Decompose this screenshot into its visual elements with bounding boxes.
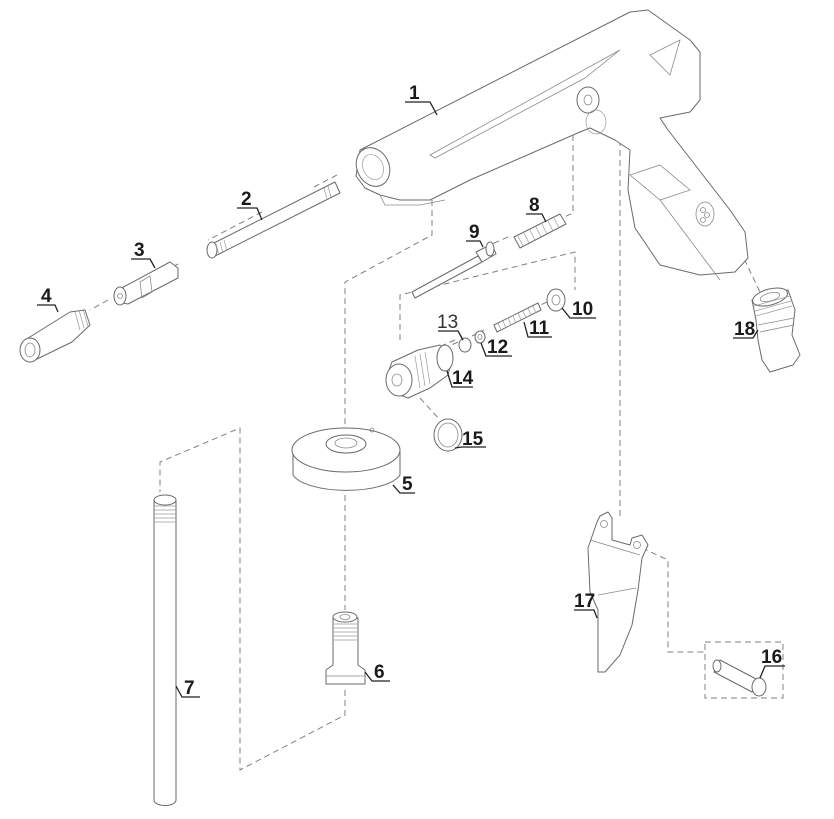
svg-text:17: 17 — [574, 591, 595, 612]
part-16-trigger-pin[interactable] — [712, 659, 767, 697]
svg-text:7: 7 — [184, 678, 195, 699]
callout-6: 6 — [364, 662, 390, 683]
callout-15: 15 — [454, 429, 486, 450]
part-8-coil-spring[interactable] — [513, 213, 567, 249]
part-15-o-ring[interactable] — [433, 418, 463, 452]
callout-9: 9 — [466, 222, 484, 248]
callout-14: 14 — [446, 368, 474, 389]
callout-13: 13 — [437, 312, 464, 341]
part-3-hex-adapter[interactable] — [113, 261, 179, 306]
part-6-hex-fitting[interactable] — [325, 611, 366, 685]
svg-text:9: 9 — [469, 222, 480, 243]
part-5-round-base[interactable] — [291, 427, 401, 491]
part-9-valve-pin[interactable] — [411, 241, 497, 299]
svg-text:18: 18 — [734, 319, 755, 340]
part-14-valve-housing[interactable] — [385, 344, 454, 399]
callout-5: 5 — [392, 474, 415, 495]
part-18-inlet-connector[interactable] — [751, 285, 801, 373]
callout-12: 12 — [480, 337, 512, 358]
part-1-gun-body[interactable] — [350, 9, 749, 281]
part-10-washer[interactable] — [546, 288, 566, 312]
part-7-long-tube[interactable] — [153, 494, 177, 806]
part-17-trigger-lever[interactable] — [587, 511, 649, 673]
svg-text:2: 2 — [241, 189, 252, 210]
callout-17: 17 — [574, 591, 598, 619]
callout-7: 7 — [175, 678, 200, 699]
part-4-nozzle-tip[interactable] — [19, 308, 91, 363]
svg-text:4: 4 — [41, 286, 52, 307]
callout-1: 1 — [405, 83, 438, 116]
svg-text:15: 15 — [462, 429, 484, 450]
callout-2: 2 — [237, 189, 263, 221]
callout-8: 8 — [526, 195, 547, 223]
callout-16: 16 — [759, 647, 785, 679]
svg-text:11: 11 — [529, 318, 550, 339]
svg-text:1: 1 — [409, 83, 420, 104]
svg-text:3: 3 — [134, 240, 145, 261]
svg-text:10: 10 — [572, 299, 593, 320]
callout-3: 3 — [131, 240, 156, 269]
callout-18: 18 — [733, 319, 759, 340]
callout-11: 11 — [523, 318, 552, 339]
svg-text:8: 8 — [529, 195, 540, 216]
callouts: 1 2 3 4 5 6 7 8 — [37, 83, 785, 699]
svg-text:13: 13 — [437, 312, 458, 333]
part-13-seal-disc[interactable] — [458, 337, 472, 353]
callout-10: 10 — [561, 299, 596, 320]
part-2-threaded-tube[interactable] — [206, 181, 341, 259]
part-11-small-spring[interactable] — [493, 302, 542, 333]
svg-text:16: 16 — [761, 647, 782, 668]
callout-4: 4 — [37, 286, 59, 313]
svg-text:6: 6 — [374, 662, 385, 683]
svg-text:14: 14 — [452, 368, 474, 389]
svg-text:5: 5 — [402, 474, 413, 495]
part-12-small-washer[interactable] — [474, 330, 486, 344]
assembly-lines — [89, 125, 784, 771]
svg-text:12: 12 — [487, 337, 508, 358]
